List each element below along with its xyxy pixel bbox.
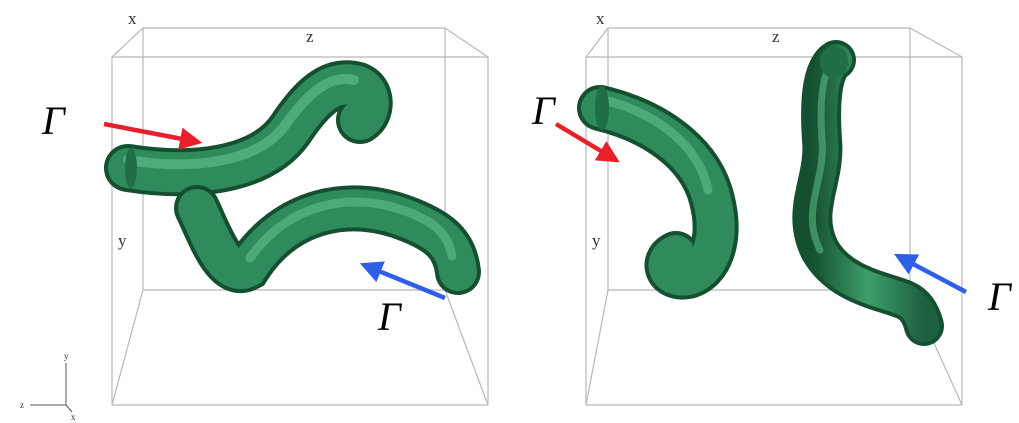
left-red-arrow-icon bbox=[103, 121, 203, 150]
left-bounding-box bbox=[111, 27, 489, 406]
right-axis-z-label: z bbox=[772, 27, 780, 46]
orientation-triad: y z x bbox=[20, 351, 76, 422]
right-axis-y-label: y bbox=[592, 231, 601, 250]
triad-x-label: x bbox=[71, 412, 76, 422]
right-left-vortex-tube bbox=[577, 85, 739, 300]
left-gamma-bottom-label: Γ bbox=[377, 294, 403, 339]
left-lower-vortex-tube bbox=[174, 185, 481, 295]
left-blue-arrow-icon bbox=[359, 261, 446, 301]
right-right-vortex-tube bbox=[792, 40, 944, 346]
left-panel: x z y Γ Γ bbox=[41, 9, 489, 406]
right-gamma-top-label: Γ bbox=[531, 88, 557, 133]
left-axis-z-label: z bbox=[306, 27, 314, 46]
right-panel: x z y Γ Γ bbox=[531, 9, 1013, 406]
right-gamma-bottom-label: Γ bbox=[987, 274, 1013, 319]
right-red-arrow-icon bbox=[554, 122, 620, 163]
left-gamma-top-label: Γ bbox=[41, 98, 67, 143]
right-bounding-box bbox=[585, 27, 963, 406]
right-axis-x-label: x bbox=[596, 9, 605, 28]
left-axis-x-label: x bbox=[128, 9, 137, 28]
left-upper-vortex-tube bbox=[104, 60, 393, 197]
triad-y-label: y bbox=[64, 351, 69, 361]
right-blue-arrow-icon bbox=[894, 253, 968, 294]
triad-z-label: z bbox=[20, 400, 24, 410]
left-axis-y-label: y bbox=[118, 231, 127, 250]
